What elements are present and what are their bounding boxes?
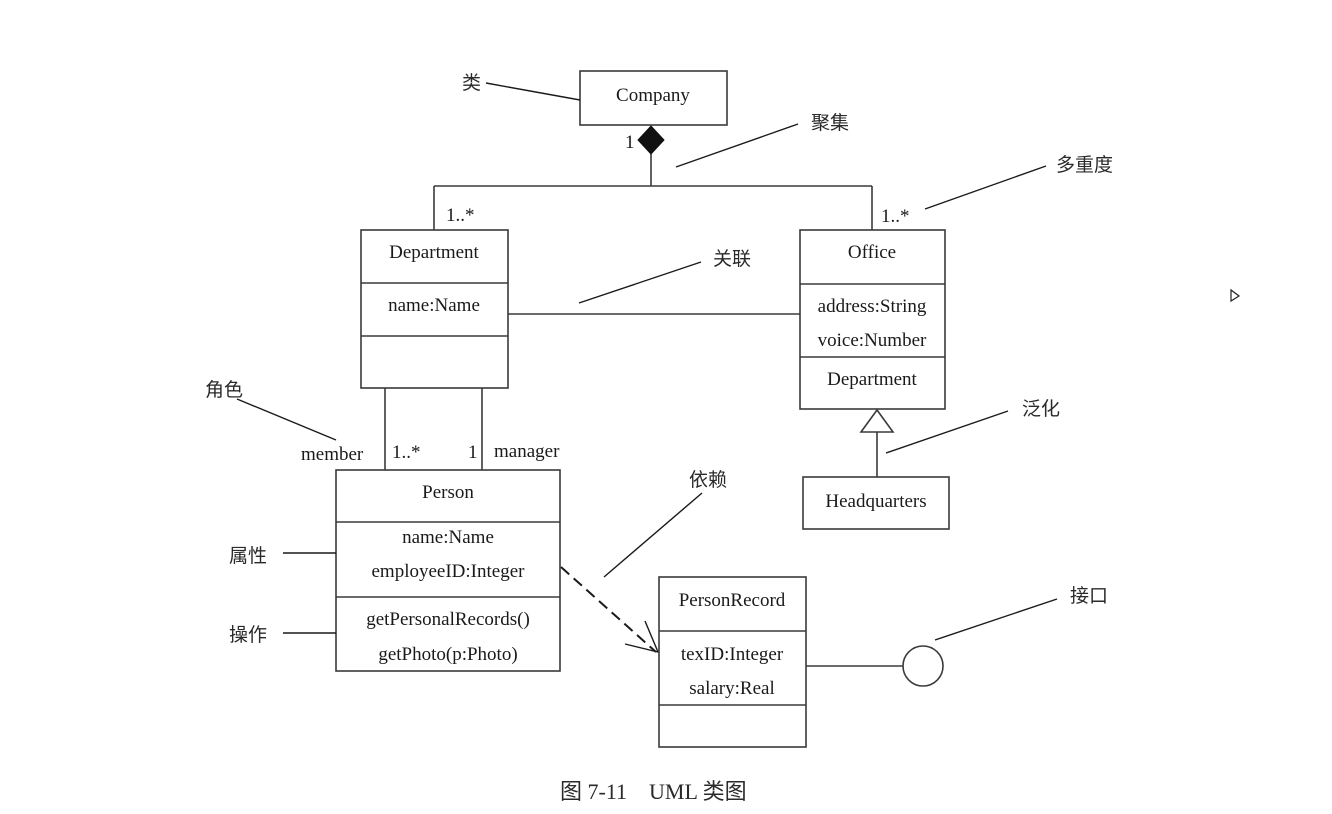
multiplicity-department: 1..* bbox=[446, 205, 475, 226]
multiplicity-company: 1 bbox=[625, 132, 635, 153]
class-name: PersonRecord bbox=[679, 590, 786, 611]
figure-caption: 图 7-11 UML 类图 bbox=[560, 779, 747, 804]
class-operation: getPhoto(p:Photo) bbox=[378, 644, 517, 665]
class-name: Company bbox=[616, 85, 690, 106]
class-company[interactable]: Company bbox=[579, 70, 728, 126]
leader-multiplicity bbox=[924, 165, 1047, 210]
class-name: Person bbox=[422, 482, 474, 503]
annotation-interface: 接口 bbox=[1070, 585, 1108, 607]
class-attribute: address:String bbox=[818, 296, 927, 317]
multiplicity-office: 1..* bbox=[881, 206, 910, 227]
class-attribute: name:Name bbox=[402, 527, 494, 548]
class-attribute: salary:Real bbox=[689, 678, 774, 699]
role-member: member bbox=[301, 444, 364, 465]
class-attribute: name:Name bbox=[388, 295, 480, 316]
multiplicity-member: 1..* bbox=[392, 442, 421, 463]
annotation-multiplicity: 多重度 bbox=[1056, 154, 1113, 176]
generalization-triangle-icon bbox=[859, 408, 895, 433]
leader-aggregation bbox=[675, 123, 799, 168]
annotation-role: 角色 bbox=[205, 379, 243, 401]
leader-class bbox=[485, 82, 581, 101]
class-attribute: texID:Integer bbox=[681, 644, 784, 665]
leader-dependency bbox=[603, 492, 703, 578]
multiplicity-manager: 1 bbox=[468, 442, 478, 463]
class-operation: Department bbox=[827, 369, 917, 390]
leader-role bbox=[236, 398, 337, 441]
class-name: Office bbox=[848, 242, 896, 263]
annotation-attribute: 属性 bbox=[229, 545, 267, 567]
annotation-class: 类 bbox=[462, 72, 481, 94]
class-headquarters[interactable]: Headquarters bbox=[802, 476, 950, 530]
class-person[interactable]: Person name:Name employeeID:Integer getP… bbox=[335, 469, 561, 672]
class-name: Department bbox=[389, 242, 479, 263]
class-person-record[interactable]: PersonRecord texID:Integer salary:Real bbox=[658, 576, 807, 748]
annotation-generalization: 泛化 bbox=[1022, 398, 1060, 420]
dependency-arrowhead-icon bbox=[624, 620, 660, 654]
class-department[interactable]: Department name:Name bbox=[360, 229, 509, 389]
annotation-aggregation: 聚集 bbox=[811, 112, 849, 134]
class-attribute: employeeID:Integer bbox=[372, 561, 526, 582]
leader-generalization bbox=[885, 410, 1009, 454]
annotation-operation: 操作 bbox=[229, 624, 267, 646]
aggregation-diamond-icon bbox=[637, 125, 665, 155]
annotation-dependency: 依赖 bbox=[689, 469, 727, 491]
class-operation: getPersonalRecords() bbox=[366, 609, 530, 630]
mouse-cursor-icon bbox=[1230, 288, 1241, 303]
class-attribute: voice:Number bbox=[818, 330, 927, 351]
leader-association bbox=[578, 261, 702, 304]
class-office[interactable]: Office address:String voice:Number Depar… bbox=[799, 229, 946, 410]
dependency-line bbox=[560, 566, 657, 653]
leader-interface bbox=[934, 598, 1058, 641]
class-name: Headquarters bbox=[825, 491, 926, 512]
interface-circle-icon[interactable] bbox=[902, 645, 944, 687]
role-manager: manager bbox=[494, 441, 560, 462]
annotation-association: 关联 bbox=[713, 248, 751, 270]
